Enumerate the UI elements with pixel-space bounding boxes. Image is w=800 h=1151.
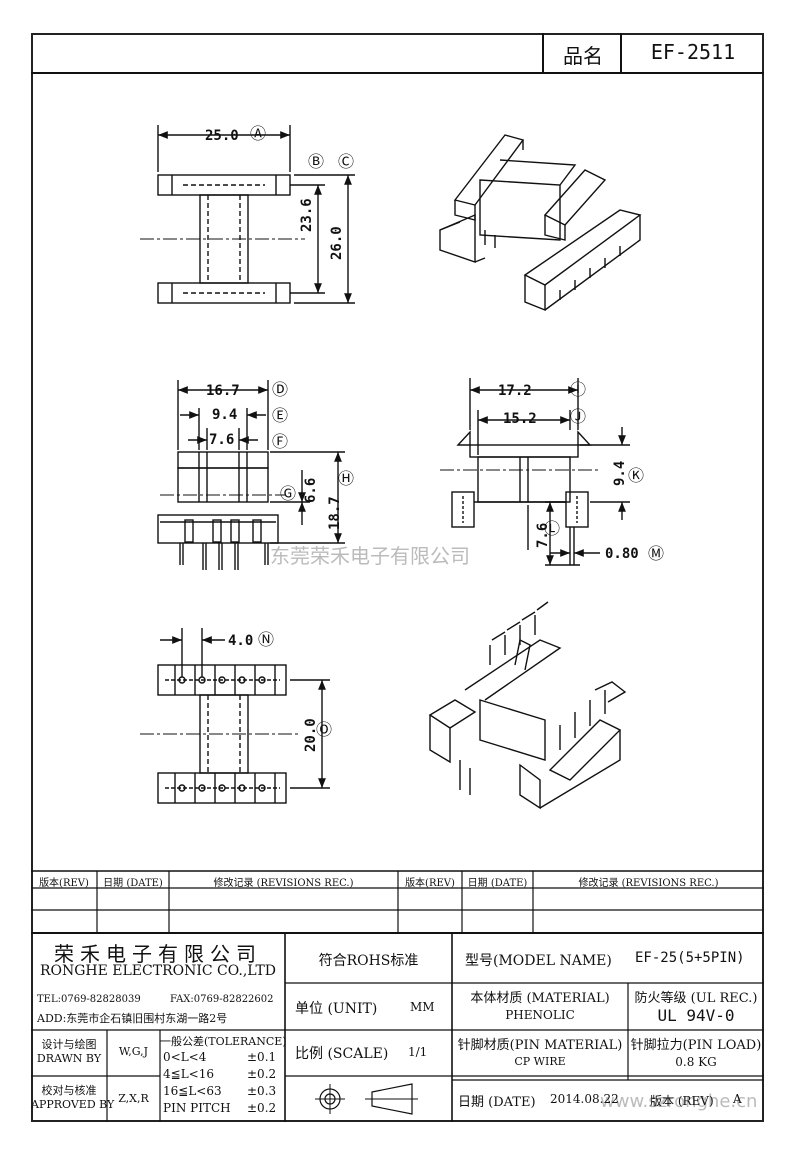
dim-k-value: 9.4 xyxy=(612,460,628,486)
name-label: 品名 xyxy=(563,44,603,68)
watermark-url: www.szronghe.cn xyxy=(600,1091,758,1112)
dim-k-id: Ⓚ xyxy=(628,466,645,485)
dim-h-id: Ⓗ xyxy=(338,469,355,488)
dim-j-id: Ⓙ xyxy=(570,407,587,426)
rec-header-1: 修改记录 (REVISIONS REC.) xyxy=(213,878,354,889)
side-view xyxy=(440,378,630,566)
material-value: PHENOLIC xyxy=(505,1008,575,1022)
pin-load-value: 0.8 KG xyxy=(675,1055,717,1069)
rev-header-2: 版本(REV) xyxy=(405,878,455,889)
scale-value: 1/1 xyxy=(408,1045,428,1059)
iso-view-top xyxy=(439,134,642,312)
tol-value-2: ±0.2 xyxy=(247,1067,277,1081)
approver-value: Z,X,R xyxy=(118,1092,149,1105)
tol-value-3: ±0.3 xyxy=(247,1084,277,1098)
drawing-sheet xyxy=(31,33,764,1122)
dim-a-id: Ⓐ xyxy=(250,124,267,143)
pin-material-label: 针脚材质(PIN MATERIAL) xyxy=(457,1038,623,1053)
tol-value-4: ±0.2 xyxy=(247,1101,277,1115)
dim-n-id: Ⓝ xyxy=(258,630,275,649)
dim-l-id: Ⓛ xyxy=(544,519,561,538)
ul-value: UL 94V-0 xyxy=(657,1006,735,1025)
dim-c-value: 26.0 xyxy=(329,226,345,260)
title-block xyxy=(31,933,764,1122)
dim-a-value: 25.0 xyxy=(205,128,239,144)
tolerance-title: 一般公差(TOLERANCE) xyxy=(160,1035,287,1048)
rohs-label: 符合ROHS标准 xyxy=(318,953,419,969)
rec-header-2: 修改记录 (REVISIONS REC.) xyxy=(578,878,719,889)
pin-material-value: CP WIRE xyxy=(514,1055,566,1068)
dim-b-value: 23.6 xyxy=(299,198,315,232)
rev-header-1: 版本(REV) xyxy=(39,878,89,889)
scale-label: 比例 (SCALE) xyxy=(295,1046,389,1062)
designer-en: DRAWN BY xyxy=(36,1052,102,1065)
dim-c-id: Ⓒ xyxy=(338,152,355,171)
bottom-view xyxy=(140,628,330,804)
iso-view-bottom xyxy=(428,601,627,810)
unit-value: MM xyxy=(410,1000,435,1014)
unit-label: 单位 (UNIT) xyxy=(295,1001,378,1017)
tol-range-4: PIN PITCH xyxy=(163,1101,231,1115)
dim-e-id: Ⓔ xyxy=(272,406,289,425)
top-view xyxy=(140,125,355,304)
date-header-1: 日期 (DATE) xyxy=(103,878,163,889)
company-name-en: RONGHE ELECTRONIC CO.,LTD xyxy=(39,963,277,979)
watermark: 东莞荣禾电子有限公司 xyxy=(270,544,470,568)
dim-d-id: Ⓓ xyxy=(272,380,289,399)
designer-value: W,G,J xyxy=(118,1045,149,1058)
dim-f-value: 7.6 xyxy=(209,432,235,448)
dim-d-value: 16.7 xyxy=(206,383,240,399)
tol-range-1: 0<L<4 xyxy=(163,1050,207,1064)
dim-n-value: 4.0 xyxy=(228,633,254,649)
part-number: EF-2511 xyxy=(650,40,736,64)
revision-table xyxy=(31,870,764,934)
dim-g-value: 6.6 xyxy=(303,477,319,503)
designer-cn: 设计与绘图 xyxy=(41,1038,97,1051)
dim-f-id: Ⓕ xyxy=(272,432,289,451)
material-label: 本体材质 (MATERIAL) xyxy=(470,991,610,1006)
rev-value: A xyxy=(733,1092,742,1106)
ul-label: 防火等级 (UL REC.) xyxy=(634,991,758,1006)
dim-o-id: Ⓞ xyxy=(316,720,333,739)
company-fax: FAX:0769-82822602 xyxy=(170,994,274,1005)
dim-m-id: Ⓜ xyxy=(648,544,665,563)
rev-label: 版本 (REV) xyxy=(650,1094,714,1108)
pin-load-label: 针脚拉力(PIN LOAD) xyxy=(630,1038,762,1053)
date-label: 日期 (DATE) xyxy=(458,1095,536,1110)
dim-b-id: Ⓑ xyxy=(308,152,325,171)
tol-range-3: 16≦L<63 xyxy=(163,1084,222,1098)
company-name-cn: 荣禾电子有限公司 xyxy=(54,942,262,966)
dim-i-value: 17.2 xyxy=(498,383,532,399)
tol-range-2: 4≦L<16 xyxy=(163,1067,214,1081)
dim-j-value: 15.2 xyxy=(503,411,537,427)
dim-m-value: 0.80 xyxy=(605,546,639,562)
front-view xyxy=(157,380,345,570)
date-value: 2014.08.22 xyxy=(550,1092,619,1106)
dim-h-value: 18.7 xyxy=(327,496,343,530)
company-tel: TEL:0769-82828039 xyxy=(37,994,141,1005)
dim-g-id: Ⓖ xyxy=(280,484,297,503)
model-value: EF-25(5+5PIN) xyxy=(635,950,745,966)
approver-en: APPROVED BY xyxy=(31,1098,115,1111)
model-label: 型号(MODEL NAME) xyxy=(465,953,612,969)
dim-i-id: Ⓘ xyxy=(570,380,587,399)
date-header-2: 日期 (DATE) xyxy=(467,878,528,889)
company-address: ADD:东莞市企石镇旧围村东湖一路2号 xyxy=(37,1012,228,1025)
tol-value-1: ±0.1 xyxy=(247,1050,277,1064)
dim-e-value: 9.4 xyxy=(212,407,238,423)
approver-cn: 校对与核准 xyxy=(41,1084,97,1097)
